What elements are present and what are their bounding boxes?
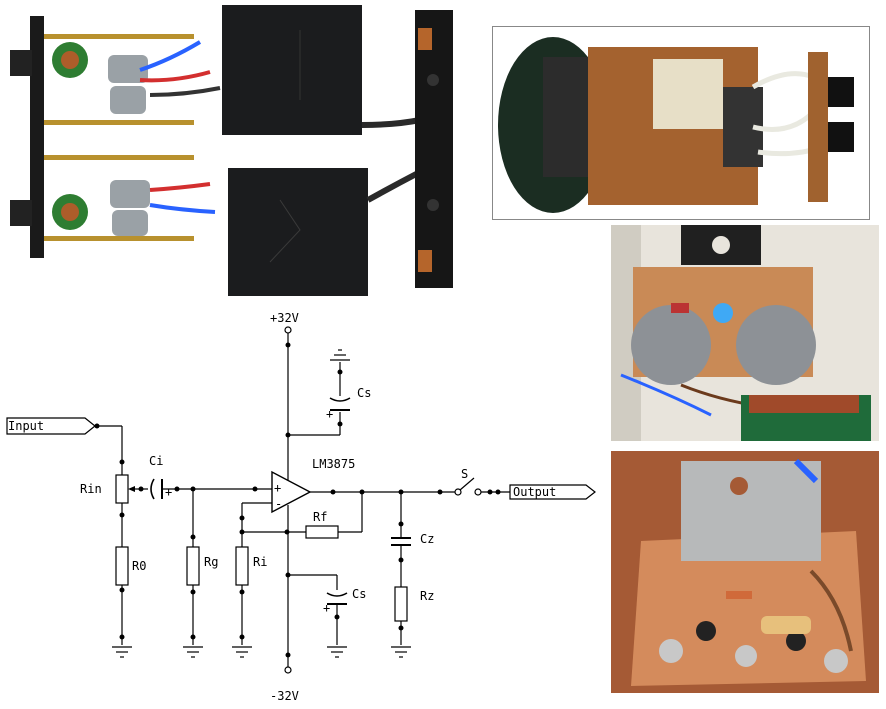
capacitor-cs-bottom bbox=[288, 574, 348, 645]
protection-board-illustration bbox=[611, 225, 871, 441]
rin-wiper-arrow bbox=[128, 486, 135, 492]
resistor-rz bbox=[394, 586, 408, 622]
label-lm3875: LM3875 bbox=[312, 457, 355, 471]
schematic-diagram: +32V -32V + Cs + Cs I bbox=[6, 311, 596, 703]
photo-amplifier-assembly bbox=[0, 0, 480, 305]
resistor-ri bbox=[235, 546, 249, 586]
label-supply-pos: +32V bbox=[270, 311, 299, 325]
amplifier-assembly-illustration bbox=[10, 5, 453, 296]
capacitor-cs-top bbox=[288, 362, 351, 436]
resistor-rg bbox=[186, 546, 200, 586]
ground-symbol-r0 bbox=[112, 646, 132, 658]
label-rin: Rin bbox=[80, 482, 102, 496]
label-rz: Rz bbox=[420, 589, 434, 603]
output-connector bbox=[509, 484, 596, 500]
label-rf: Rf bbox=[313, 510, 327, 524]
ground-symbol-ri bbox=[232, 646, 252, 658]
photo-protection-board bbox=[611, 225, 879, 441]
label-cs-top: Cs bbox=[357, 386, 371, 400]
photo-amplifier-pcb bbox=[611, 451, 879, 693]
label-switch: S bbox=[461, 467, 468, 481]
capacitor-ci bbox=[150, 478, 163, 500]
amplifier-pcb-illustration bbox=[611, 451, 879, 693]
label-r0: R0 bbox=[132, 559, 146, 573]
label-ci-plus: + bbox=[165, 485, 172, 499]
ground-symbol-cs-top bbox=[330, 349, 350, 361]
switch-s bbox=[454, 477, 482, 496]
terminal-supply-pos bbox=[284, 326, 292, 334]
photo-transformer bbox=[492, 26, 870, 220]
label-cs-bottom-plus: + bbox=[323, 601, 330, 615]
label-cz: Cz bbox=[420, 532, 434, 546]
label-output: Output bbox=[513, 485, 556, 499]
label-supply-neg: -32V bbox=[270, 689, 299, 703]
label-cs-bottom: Cs bbox=[352, 587, 366, 601]
resistor-rin bbox=[115, 474, 129, 504]
label-cs-top-plus: + bbox=[326, 407, 333, 421]
terminal-supply-neg bbox=[284, 666, 292, 674]
ground-symbol-cs-bottom bbox=[327, 646, 347, 658]
ground-symbol-rg bbox=[183, 646, 203, 658]
resistor-r0 bbox=[115, 546, 129, 586]
label-input: Input bbox=[8, 419, 44, 433]
transformer-illustration bbox=[498, 37, 854, 213]
ground-symbol-rz bbox=[391, 646, 411, 658]
resistor-rf bbox=[305, 525, 339, 539]
label-ri: Ri bbox=[253, 555, 267, 569]
label-opamp-plus: + bbox=[274, 481, 281, 495]
label-rg: Rg bbox=[204, 555, 218, 569]
opamp-lm3875 bbox=[271, 470, 312, 514]
capacitor-cz bbox=[391, 537, 411, 546]
input-connector bbox=[6, 417, 96, 435]
label-opamp-minus: - bbox=[275, 497, 282, 511]
label-ci: Ci bbox=[149, 454, 163, 468]
